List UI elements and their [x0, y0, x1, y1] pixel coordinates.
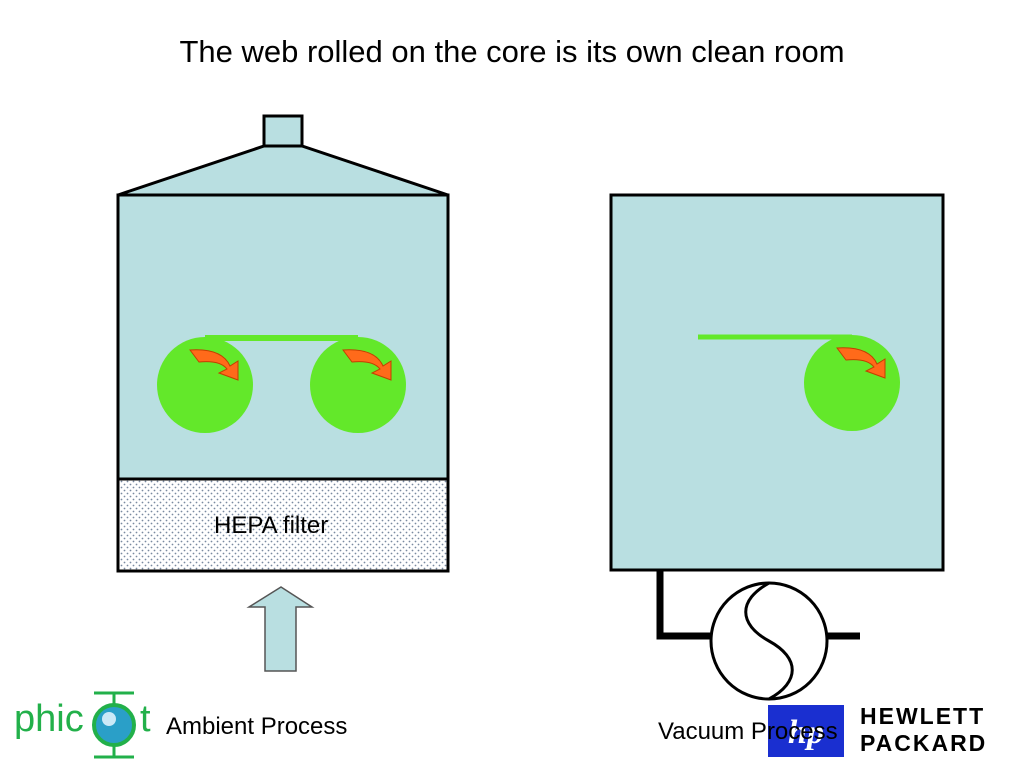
up-arrow-icon — [246, 586, 315, 672]
phicot-logo: phic t — [12, 686, 162, 764]
rewind-roller — [804, 335, 900, 431]
phicot-logo-text: t — [140, 698, 151, 740]
vacuum-line — [656, 570, 712, 640]
rewind-roller — [310, 337, 406, 433]
hp-logo-line2: PACKARD — [860, 730, 988, 756]
hepa-filter — [116, 477, 450, 573]
hewlett-packard-logo: hp HEWLETT PACKARD — [766, 703, 1016, 759]
unwind-roller — [157, 337, 253, 433]
hepa-filter-label: HEPA filter — [214, 512, 329, 539]
ambient-chamber — [116, 114, 450, 672]
vacuum-chamber — [609, 193, 945, 701]
curved-arrow-icon — [342, 349, 392, 381]
phicot-emblem-icon — [92, 691, 136, 759]
hp-logo-line1: HEWLETT — [860, 703, 986, 729]
ambient-process-label: Ambient Process — [166, 713, 348, 740]
vacuum-pump-icon — [709, 581, 829, 701]
hp-mark-text: hp — [788, 714, 824, 751]
chamber-hood — [117, 144, 449, 197]
exhaust-stack — [262, 114, 304, 148]
hp-mark-icon: hp — [768, 705, 844, 757]
curved-arrow-icon — [189, 349, 239, 381]
slide-title: The web rolled on the core is its own cl… — [179, 34, 845, 69]
phicot-logo-text: phic — [14, 698, 84, 740]
curved-arrow-icon — [836, 347, 886, 379]
vacuum-process-label: Vacuum Process — [658, 718, 838, 745]
